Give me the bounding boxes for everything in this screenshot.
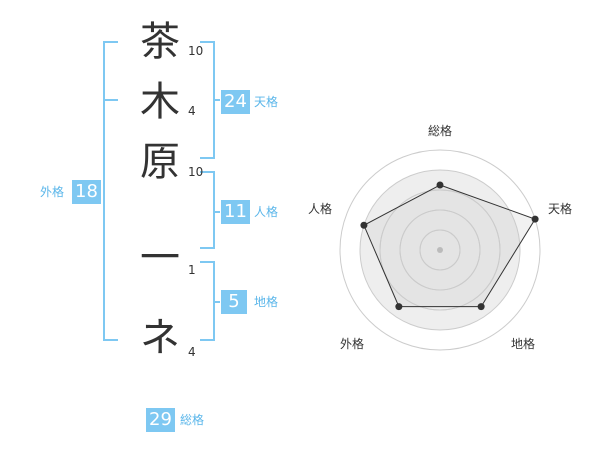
radar-label-tenkaku: 天格 — [548, 202, 573, 216]
radar-ring-overlay — [379, 189, 501, 311]
jinkaku-bracket — [200, 171, 215, 249]
radar-ring-overlay — [419, 229, 461, 271]
radar-label-chikaku: 地格 — [511, 337, 536, 351]
radar-label-soukaku: 総格 — [428, 124, 453, 138]
gaikaku-value: 18 — [72, 180, 101, 204]
radar-shape — [360, 181, 539, 311]
soukaku-label: 総格 — [180, 413, 205, 427]
radar-point-1 — [531, 215, 539, 223]
radar-point-0 — [436, 181, 444, 189]
stroke-count-3: 10 — [188, 165, 204, 179]
radar-polygon — [363, 184, 536, 308]
soukaku-value: 29 — [146, 408, 175, 432]
radar-ring-overlay — [399, 209, 481, 291]
name-char-4: 一 — [140, 235, 180, 281]
name-char-1: 茶 — [140, 19, 180, 65]
radar-point-2 — [477, 303, 485, 311]
gaikaku-bracket — [103, 41, 118, 341]
tenkaku-value: 24 — [221, 90, 250, 114]
stroke-count-5: 4 — [188, 345, 196, 359]
stroke-count-1: 10 — [188, 44, 204, 58]
name-char-2: 木 — [140, 79, 180, 125]
stroke-count-2: 4 — [188, 104, 196, 118]
jinkaku-label: 人格 — [254, 205, 279, 219]
radar-label-jinkaku: 人格 — [308, 202, 333, 216]
gaikaku-label: 外格 — [40, 185, 65, 199]
tenkaku-label: 天格 — [254, 95, 279, 109]
chikaku-value: 5 — [221, 290, 247, 314]
radar-point-4 — [360, 221, 368, 229]
radar-label-gaikaku: 外格 — [340, 337, 365, 351]
stroke-count-4: 1 — [188, 263, 196, 277]
jinkaku-value: 11 — [221, 200, 250, 224]
name-char-3: 原 — [140, 139, 180, 185]
chikaku-label: 地格 — [254, 295, 279, 309]
radar-center — [437, 247, 443, 253]
radar-point-3 — [395, 303, 403, 311]
name-char-5: ネ — [140, 315, 180, 361]
